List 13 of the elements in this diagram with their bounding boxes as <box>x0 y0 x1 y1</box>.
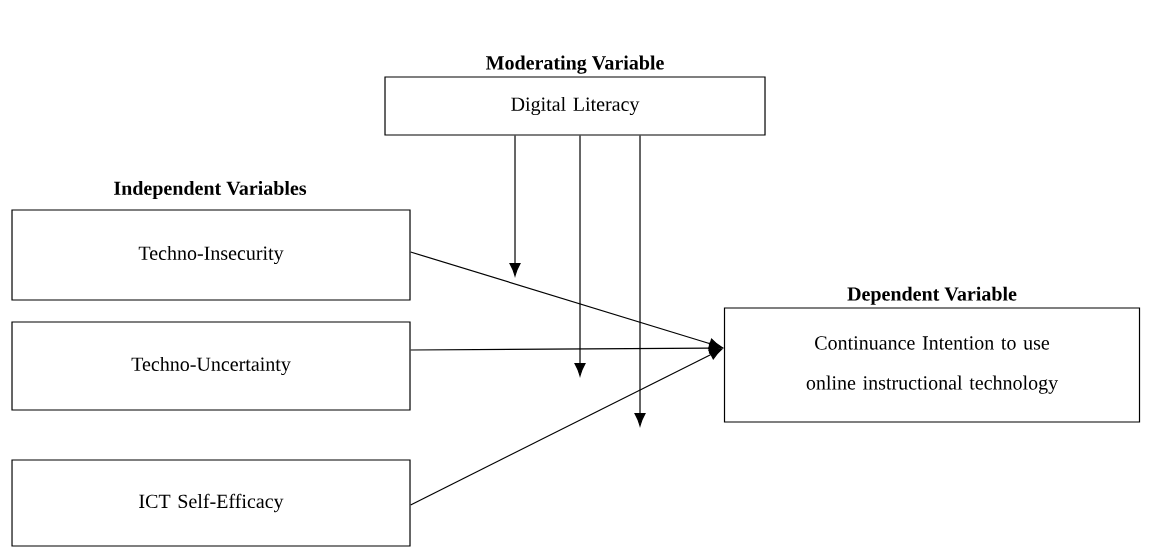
variable-box: Continuance Intention to use online instructional technology <box>723 307 1141 423</box>
variable-box: Techno-Insecurity <box>11 209 411 301</box>
heading: Dependent Variable <box>847 286 1017 305</box>
arrow <box>410 251 723 350</box>
arrow <box>410 348 723 506</box>
variable-box: Techno-Uncertainty <box>11 321 411 411</box>
variable-box: ICT Self-Efficacy <box>11 459 411 547</box>
arrow <box>574 135 586 377</box>
arrow <box>410 342 723 354</box>
variable-box: Digital Literacy <box>384 76 766 136</box>
arrow <box>509 135 521 277</box>
heading: Moderating Variable <box>486 55 664 74</box>
arrow <box>634 135 646 427</box>
